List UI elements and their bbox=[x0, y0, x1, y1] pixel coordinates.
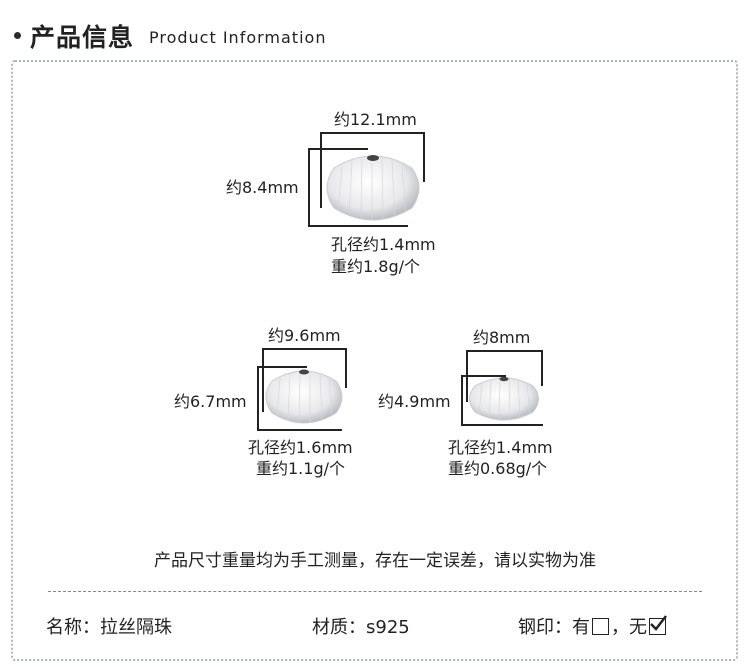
height-tick-top bbox=[257, 366, 307, 368]
material-label: 材质： bbox=[312, 617, 366, 638]
weight-label: 重约0.68g/个 bbox=[448, 459, 548, 478]
height-line bbox=[308, 148, 310, 226]
height-tick-bottom bbox=[461, 424, 543, 426]
name-label: 名称： bbox=[46, 617, 100, 638]
width-line bbox=[320, 132, 424, 134]
bead-large-image bbox=[326, 155, 420, 221]
material-value: s925 bbox=[366, 617, 410, 638]
height-tick-bottom bbox=[308, 225, 408, 227]
height-tick-bottom bbox=[257, 429, 342, 431]
product-stamp: 钢印：有 ，无 bbox=[518, 613, 668, 639]
stamp-yes-label: 有 bbox=[572, 617, 590, 638]
product-material: 材质：s925 bbox=[312, 613, 410, 639]
stamp-no-checkbox-checked-icon[interactable] bbox=[649, 615, 667, 635]
height-line bbox=[257, 366, 259, 430]
height-tick-top bbox=[308, 148, 368, 150]
stamp-yes-checkbox[interactable] bbox=[592, 618, 609, 635]
width-label: 约9.6mm bbox=[268, 326, 341, 345]
hole-label: 孔径约1.6mm bbox=[248, 438, 353, 457]
footer-divider bbox=[48, 591, 702, 592]
height-line bbox=[461, 375, 463, 425]
checkmark-icon bbox=[650, 615, 667, 631]
width-tick-right bbox=[423, 132, 425, 182]
width-tick-left bbox=[320, 132, 322, 208]
height-tick-top bbox=[461, 375, 506, 377]
measurement-disclaimer: 产品尺寸重量均为手工测量，存在一定误差，请以实物为准 bbox=[154, 551, 596, 571]
product-name: 名称：拉丝隔珠 bbox=[46, 613, 172, 639]
weight-label: 重约1.1g/个 bbox=[256, 459, 345, 478]
section-header: 产品信息 Product Information bbox=[0, 0, 750, 60]
stamp-no-label: 无 bbox=[629, 617, 647, 638]
width-label: 约12.1mm bbox=[334, 110, 417, 129]
stamp-separator: ， bbox=[611, 617, 629, 638]
width-label: 约8mm bbox=[473, 328, 531, 347]
height-label: 约6.7mm bbox=[174, 392, 247, 411]
width-line bbox=[466, 350, 542, 352]
bead-small-image bbox=[469, 376, 539, 422]
width-line bbox=[262, 348, 346, 350]
weight-label: 重约1.8g/个 bbox=[331, 257, 420, 276]
bead-medium-image bbox=[265, 369, 343, 424]
hole-label: 孔径约1.4mm bbox=[331, 235, 436, 254]
section-title-en: Product Information bbox=[149, 28, 327, 47]
width-tick-left bbox=[262, 348, 264, 412]
hole-label: 孔径约1.4mm bbox=[448, 438, 553, 457]
height-label: 约8.4mm bbox=[226, 178, 299, 197]
product-info-frame bbox=[11, 60, 738, 661]
bullet-dot-icon bbox=[14, 32, 21, 39]
stamp-label: 钢印： bbox=[518, 617, 572, 638]
width-tick-right bbox=[541, 350, 543, 386]
width-tick-right bbox=[345, 348, 347, 388]
name-value: 拉丝隔珠 bbox=[100, 617, 172, 638]
section-title-cn: 产品信息 bbox=[30, 23, 135, 52]
height-label: 约4.9mm bbox=[378, 392, 451, 411]
